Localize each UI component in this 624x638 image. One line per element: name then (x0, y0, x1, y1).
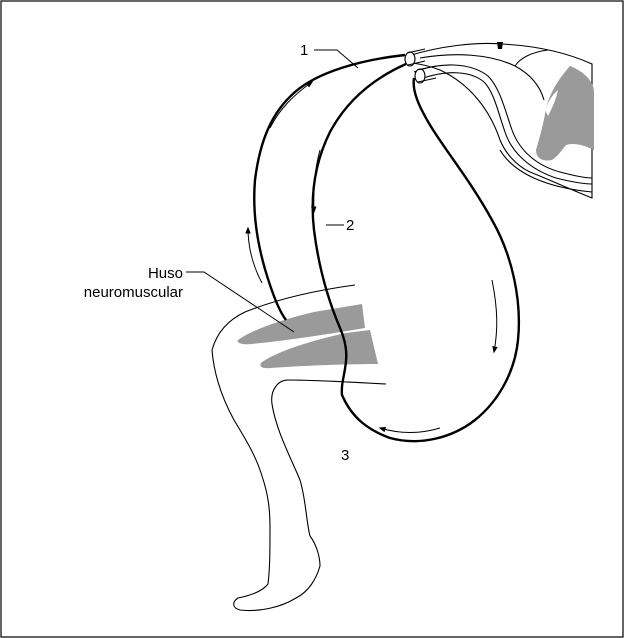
nerve-pathway (254, 55, 519, 441)
dorsal-root-ganglion-mark (497, 42, 503, 49)
inner-nerve-fibre (313, 64, 519, 441)
arrow-leg-upward (248, 228, 262, 283)
efferent-exit-tube (415, 66, 436, 83)
spindle-label-line1: Huso (148, 265, 183, 282)
dorsal-root (420, 55, 544, 100)
quadriceps-muscle (238, 304, 378, 368)
grey-matter (536, 66, 594, 161)
label-2: 2 (346, 217, 354, 234)
label-3: 3 (341, 447, 349, 464)
arrow-descending-right (492, 280, 497, 352)
central-canal-line (515, 50, 548, 66)
back-leg-outline (272, 380, 386, 536)
arrow-along-fibre-1 (270, 82, 312, 128)
arrow-bottom-loop (380, 428, 440, 433)
label-1: 1 (300, 42, 308, 59)
spindle-label-line2: neuromuscular (84, 284, 183, 301)
outer-nerve-fibre (254, 55, 405, 320)
spinal-cord-section (405, 42, 594, 198)
front-leg-outline (212, 350, 320, 611)
